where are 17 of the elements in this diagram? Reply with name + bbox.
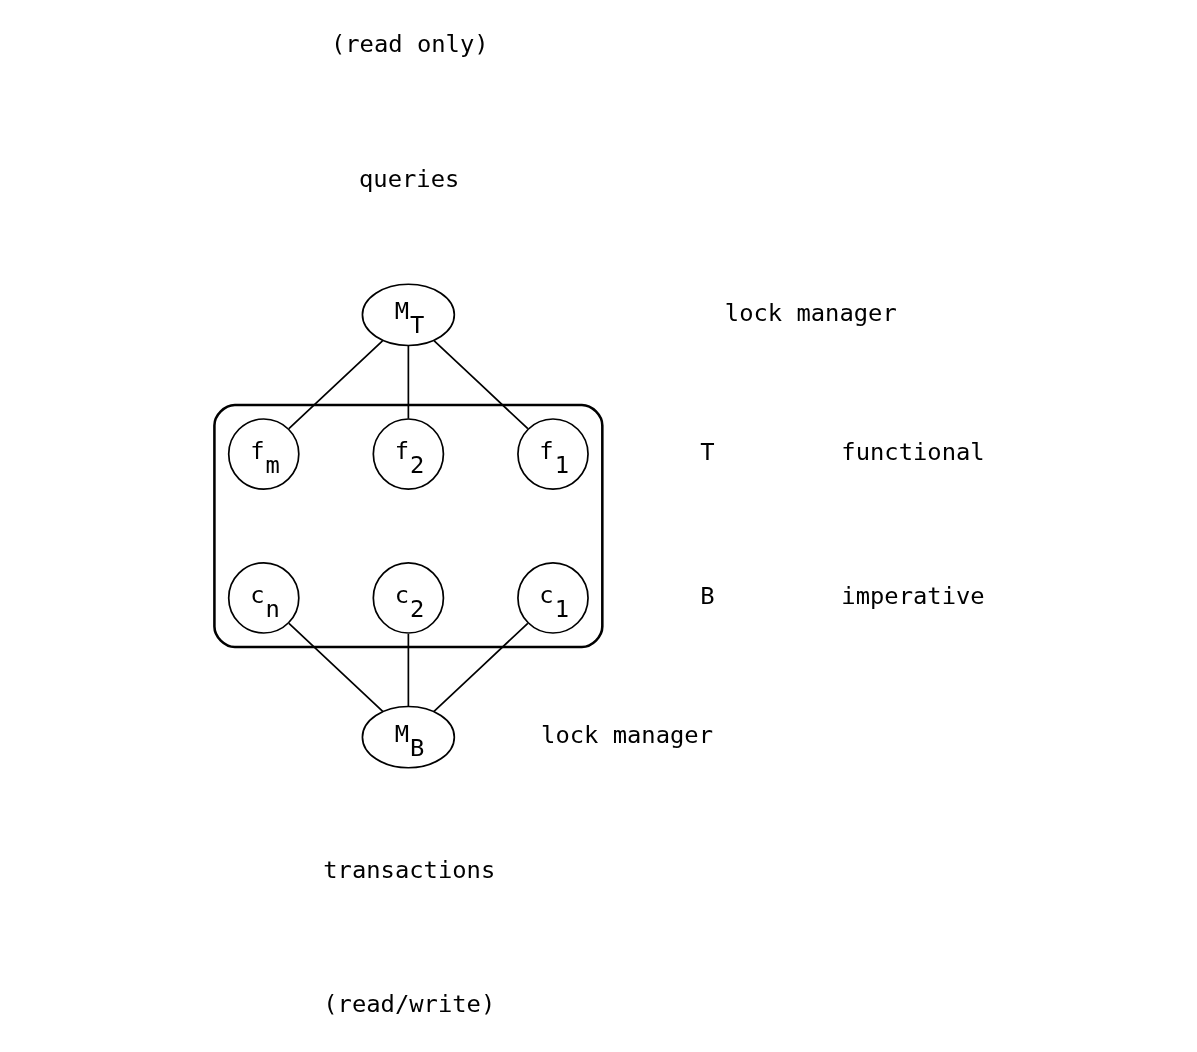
label: functional bbox=[841, 438, 985, 467]
connector bbox=[433, 339, 529, 430]
label: (read only) bbox=[330, 30, 489, 59]
label: B bbox=[700, 582, 715, 611]
connector bbox=[288, 622, 384, 713]
cluster bbox=[213, 403, 604, 649]
connector bbox=[432, 622, 529, 713]
label: lock manager bbox=[724, 299, 897, 328]
label: (read/write) bbox=[323, 990, 496, 1019]
connector bbox=[407, 345, 410, 420]
label: imperative bbox=[841, 582, 985, 611]
label: T bbox=[700, 438, 715, 467]
label: transactions bbox=[323, 855, 496, 884]
label: lock manager bbox=[541, 721, 714, 750]
connector bbox=[288, 339, 384, 430]
label: queries bbox=[359, 164, 460, 193]
connector bbox=[407, 633, 410, 708]
